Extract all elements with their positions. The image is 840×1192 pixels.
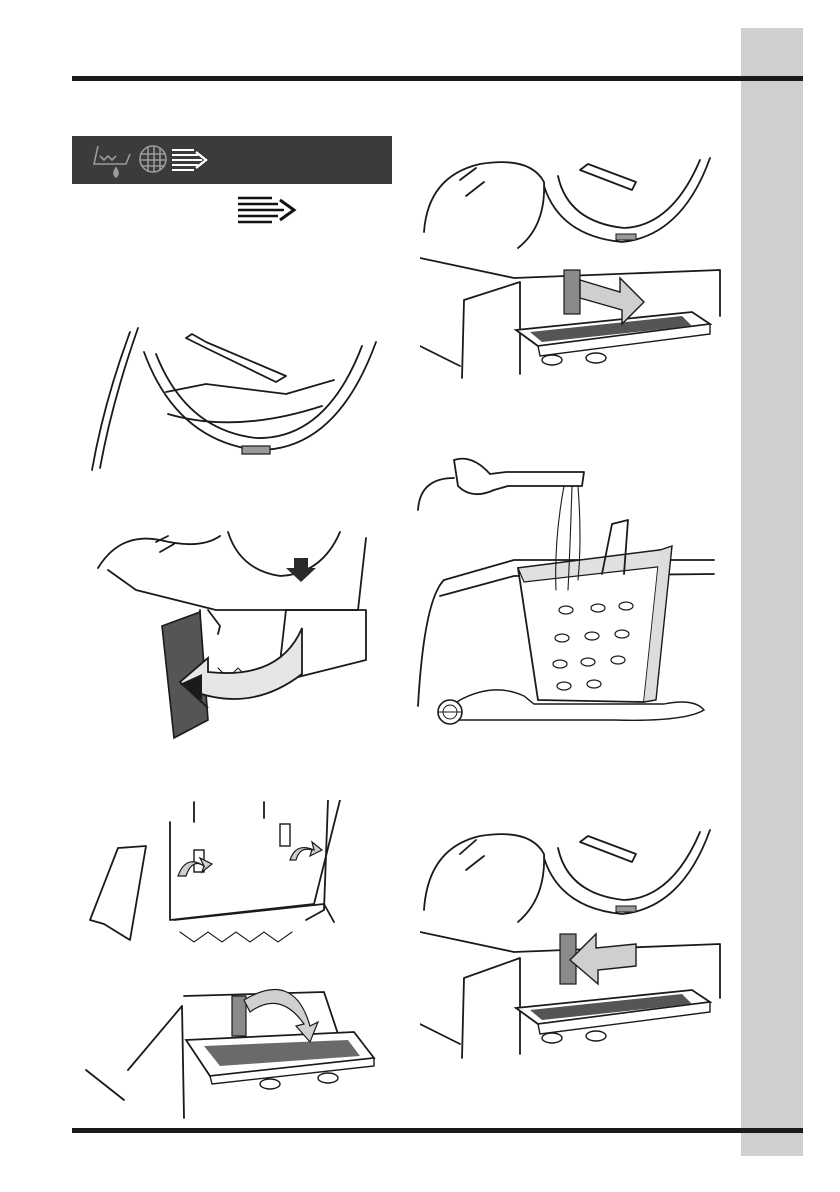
figure-unlock-latches: [84, 800, 384, 1120]
figure-insert-filter: [420, 818, 730, 1068]
figure-rinse-filter: [414, 450, 724, 740]
figure-pull-filter: [420, 146, 730, 386]
water-drain-icon: [94, 146, 130, 177]
footer-rule: [72, 1128, 803, 1133]
section-header-bar: [72, 136, 392, 184]
filter-grid-icon: [140, 146, 166, 172]
figure-drum-opening: [86, 322, 386, 472]
lint-arrow-icon: [172, 150, 206, 170]
header-rule: [72, 76, 803, 81]
figure-open-panel: [90, 530, 380, 745]
lint-arrow-icon: [232, 194, 302, 229]
side-tab-strip: [741, 28, 803, 1156]
